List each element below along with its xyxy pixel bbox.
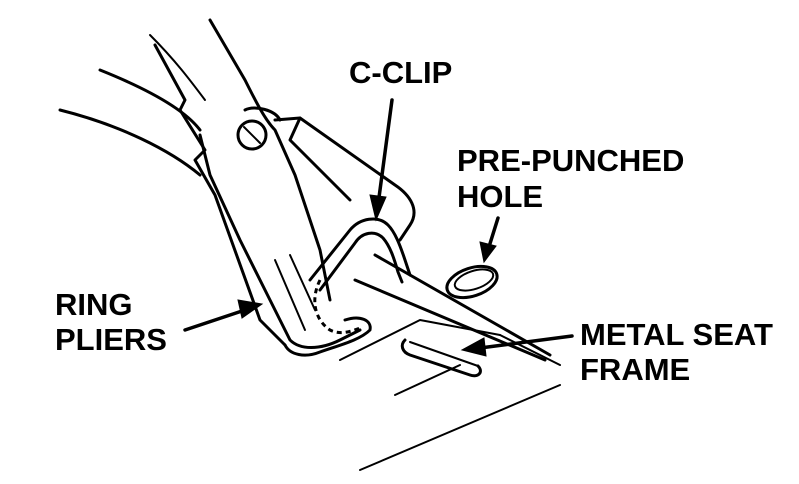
pliers-arrow <box>183 308 247 332</box>
pre-punched-hole-label-line1: PRE-PUNCHED <box>457 143 685 178</box>
pre-punched-hole <box>445 264 499 300</box>
frame-arrow <box>478 334 574 350</box>
seat-frame <box>339 253 561 471</box>
c-clip-label: C-CLIP <box>349 55 453 90</box>
metal-seat-frame-label-line1: METAL SEAT <box>580 317 773 352</box>
seat-cushion-outline <box>58 34 206 177</box>
c-clip-arrow <box>376 98 394 207</box>
hole-arrowhead <box>479 241 497 264</box>
c-clip-arrowhead <box>369 194 387 222</box>
ring-pliers-label-line1: RING <box>55 287 133 322</box>
pliers-arrowhead <box>237 299 264 319</box>
frame-arrowhead <box>460 337 487 357</box>
ring-pliers-label-line2: PLIERS <box>55 322 167 357</box>
metal-seat-frame-label-line2: FRAME <box>580 352 691 387</box>
leader-arrows <box>183 98 574 357</box>
c-clip-shape <box>308 217 412 292</box>
ring-pliers <box>153 18 416 357</box>
pre-punched-hole-label-line2: HOLE <box>457 179 544 214</box>
